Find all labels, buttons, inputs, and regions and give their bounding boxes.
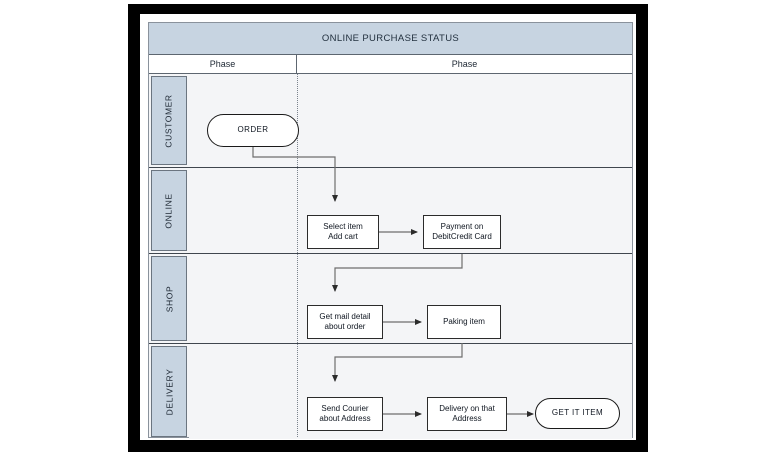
- lane-body-shop: [189, 254, 632, 343]
- node-get-mail-detail[interactable]: Get mail detail about order: [307, 305, 383, 339]
- phase-header-row: Phase Phase: [149, 55, 632, 74]
- node-get-mail-detail-line2: about order: [324, 322, 366, 331]
- node-paking-item[interactable]: Paking item: [427, 305, 501, 339]
- phase-header-right: Phase: [451, 59, 478, 69]
- lane-label-delivery: DELIVERY: [151, 346, 187, 437]
- node-delivery-address[interactable]: Delivery on that Address: [427, 397, 507, 431]
- phase-header-left: Phase: [149, 55, 297, 73]
- node-send-courier-line2: about Address: [319, 414, 371, 423]
- lane-label-online-text: ONLINE: [164, 192, 174, 229]
- lane-online: ONLINE: [149, 168, 632, 254]
- diagram-title: ONLINE PURCHASE STATUS: [321, 33, 460, 44]
- node-order[interactable]: ORDER: [207, 114, 299, 147]
- node-get-it-item-label: GET IT ITEM: [551, 408, 604, 418]
- diagram-title-bar: ONLINE PURCHASE STATUS: [149, 23, 632, 55]
- node-send-courier-line1: Send Courier: [321, 403, 369, 413]
- lane-label-customer-text: CUSTOMER: [164, 93, 175, 148]
- node-order-label: ORDER: [237, 125, 269, 135]
- node-get-mail-detail-line1: Get mail detail: [319, 311, 371, 321]
- lane-label-delivery-text: DELIVERY: [164, 368, 175, 415]
- lane-body-online: [189, 168, 632, 253]
- node-paking-item-line1: Paking item: [443, 316, 485, 326]
- node-delivery-address-line1: Delivery on that: [439, 403, 495, 413]
- node-select-item-line1: Select item: [323, 221, 363, 231]
- node-select-item[interactable]: Select item Add cart: [307, 215, 379, 249]
- node-get-it-item[interactable]: GET IT ITEM: [535, 398, 620, 429]
- node-payment-line1: Payment on: [440, 221, 484, 231]
- lane-shop: SHOP: [149, 254, 632, 344]
- node-select-item-line2: Add cart: [328, 232, 358, 241]
- lane-label-online: ONLINE: [151, 170, 187, 251]
- node-delivery-address-line2: Address: [452, 414, 482, 423]
- phase-divider-dotted: [297, 74, 298, 437]
- node-payment-line2: DebitCredit Card: [432, 232, 492, 241]
- swimlane-diagram: ONLINE PURCHASE STATUS Phase Phase CUSTO…: [148, 22, 633, 439]
- lane-label-customer: CUSTOMER: [151, 76, 187, 165]
- lane-label-shop-text: SHOP: [164, 285, 174, 312]
- node-payment[interactable]: Payment on DebitCredit Card: [423, 215, 501, 249]
- lane-label-shop: SHOP: [151, 256, 187, 341]
- node-send-courier[interactable]: Send Courier about Address: [307, 397, 383, 431]
